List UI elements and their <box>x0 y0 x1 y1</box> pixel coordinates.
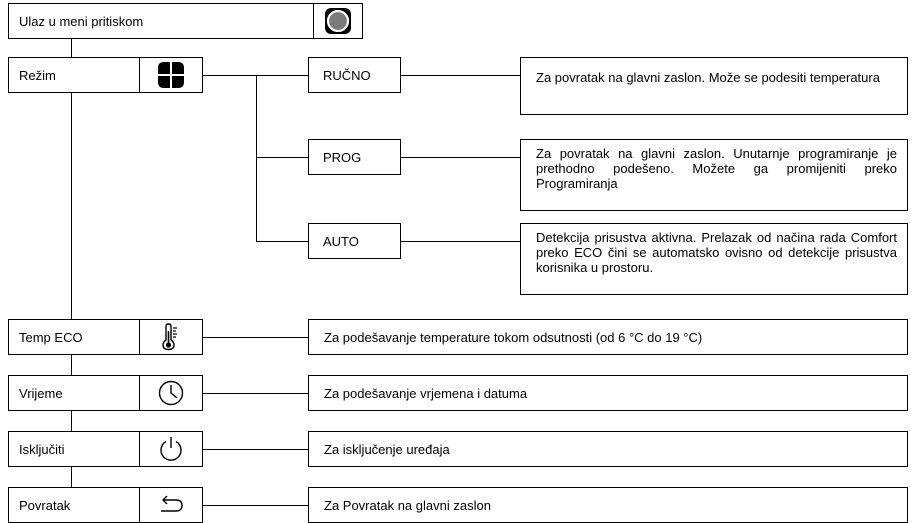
prog-description: Za povratak na glavni zaslon. Unutarnje … <box>520 139 908 211</box>
power-off-description: Za isključenje uređaja <box>308 431 908 467</box>
mode-branch-line <box>256 75 257 241</box>
mode-label: Režim <box>8 57 140 93</box>
mode-option-prog[interactable]: PROG <box>308 139 401 175</box>
rucno-to-desc-line <box>400 75 520 76</box>
time-icon-box[interactable] <box>139 375 203 411</box>
temp-eco-icon-box[interactable] <box>139 319 203 355</box>
mode-to-options-line <box>202 75 308 76</box>
auto-description: Detekcija prisustva aktivna. Prelazak od… <box>520 223 908 295</box>
power-icon <box>160 437 182 461</box>
return-label: Povratak <box>8 487 140 523</box>
auto-to-desc-line <box>400 241 520 242</box>
return-description: Za Povratak na glavni zaslon <box>308 487 908 523</box>
mode-icon-box[interactable] <box>139 57 203 93</box>
return-arrow-icon <box>161 495 183 512</box>
branch-auto-line <box>256 241 308 242</box>
branch-prog-line <box>256 157 308 158</box>
trunk-line <box>71 38 72 521</box>
round-button-icon <box>325 8 351 34</box>
mode-option-auto[interactable]: AUTO <box>308 223 401 259</box>
power-off-icon-box[interactable] <box>139 431 203 467</box>
mode-four-petal-icon <box>158 62 184 88</box>
temp-eco-label: Temp ECO <box>8 319 140 355</box>
clock-icon <box>158 380 184 406</box>
thermometer-icon <box>162 323 177 351</box>
time-label: Vrijeme <box>8 375 140 411</box>
rucno-description: Za povratak na glavni zaslon. Može se po… <box>520 57 908 115</box>
time-to-desc-line <box>202 393 308 394</box>
mode-option-rucno[interactable]: RUČNO <box>308 57 401 93</box>
back-to-desc-line <box>202 505 308 506</box>
enter-button-box[interactable] <box>313 3 363 39</box>
off-to-desc-line <box>202 449 308 450</box>
return-icon-box[interactable] <box>139 487 203 523</box>
time-description: Za podešavanje vrjemena i datuma <box>308 375 908 411</box>
prog-to-desc-line <box>400 157 520 158</box>
eco-to-desc-line <box>202 337 308 338</box>
enter-menu-label: Ulaz u meni pritiskom <box>8 3 314 39</box>
temp-eco-description: Za podešavanje temperature tokom odsutno… <box>308 319 908 355</box>
power-off-label: Isključiti <box>8 431 140 467</box>
